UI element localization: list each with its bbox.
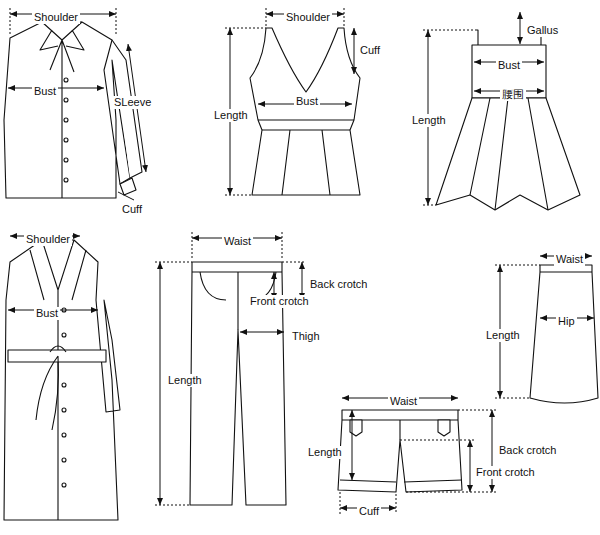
measure-label: Bust — [34, 307, 60, 320]
label-holder: Waist — [222, 231, 253, 249]
shirt-collar-bow — [40, 22, 84, 198]
coat-outline — [4, 240, 120, 520]
dress-folds — [470, 98, 548, 210]
measure-label: SLeeve — [112, 96, 153, 109]
coat-buttons — [62, 308, 66, 487]
label-holder: Cuff — [357, 501, 381, 519]
label-holder: Cuff — [358, 40, 382, 58]
label-holder: Length — [212, 105, 250, 123]
coat-lapels — [30, 240, 86, 520]
dress-skirt — [436, 98, 580, 210]
measure-label: 腰围 — [500, 88, 526, 101]
label-holder: Shoulder — [284, 7, 332, 25]
measure-label: Bust — [496, 59, 522, 72]
coat-belt — [8, 350, 106, 362]
shorts-pockets — [350, 420, 450, 436]
label-holder: Front crotch — [474, 462, 537, 480]
shirt-buttons — [64, 78, 68, 182]
measure-label: Back crotch — [497, 444, 558, 457]
measure-label: Bust — [32, 85, 58, 98]
label-holder: Waist — [554, 249, 585, 267]
label-holder: Waist — [388, 391, 419, 409]
label-holder: Length — [306, 442, 344, 460]
top-outline — [250, 28, 360, 195]
measure-label: Shoulder — [284, 11, 332, 24]
label-holder: Shoulder — [32, 7, 80, 25]
label-holder: Back crotch — [308, 274, 369, 292]
measure-label: Thigh — [290, 330, 322, 343]
shirt-cuff — [120, 178, 136, 195]
measure-label: Cuff — [120, 203, 144, 216]
skirt-outline — [530, 265, 598, 403]
measure-label: Shoulder — [32, 11, 80, 24]
measure-label: Shoulder — [24, 233, 72, 246]
dimension-lines — [8, 8, 594, 514]
measure-label: Length — [306, 446, 344, 459]
coat-belt-tie — [36, 346, 66, 430]
label-holder: Hip — [556, 311, 577, 329]
label-holder: 腰围 — [500, 84, 526, 102]
label-holder: Front crotch — [248, 291, 311, 309]
label-holder: Bust — [496, 55, 522, 73]
measure-label: Gallus — [525, 24, 560, 37]
measure-label: Length — [166, 374, 204, 387]
measure-label: Length — [484, 329, 522, 342]
measure-label: Cuff — [357, 505, 381, 518]
measure-label: Waist — [554, 253, 585, 266]
top-details — [258, 120, 354, 195]
label-holder: Thigh — [290, 326, 322, 344]
shirt-outline — [4, 22, 130, 198]
measure-label: Waist — [222, 235, 253, 248]
measure-label: Front crotch — [248, 295, 311, 308]
measure-label: Length — [212, 109, 250, 122]
label-holder: Bust — [294, 91, 320, 109]
label-holder: Back crotch — [497, 440, 558, 458]
measure-label: Waist — [388, 395, 419, 408]
measure-label: Hip — [556, 315, 577, 328]
label-holder: Length — [484, 325, 522, 343]
measure-label: Front crotch — [474, 466, 537, 479]
measure-label: Length — [410, 114, 448, 127]
label-holder: Bust — [32, 81, 58, 99]
shorts-details — [340, 420, 462, 482]
shorts-outline — [338, 410, 462, 492]
label-holder: Length — [410, 110, 448, 128]
label-holder: Length — [166, 370, 204, 388]
label-holder: Cuff — [120, 199, 144, 217]
measure-label: Back crotch — [308, 278, 369, 291]
label-holder: SLeeve — [112, 92, 153, 110]
measure-label: Cuff — [358, 44, 382, 57]
skirt-band — [540, 271, 592, 272]
label-holder: Bust — [34, 303, 60, 321]
label-holder: Shoulder — [24, 229, 72, 247]
measure-label: Bust — [294, 95, 320, 108]
label-holder: Gallus — [525, 20, 560, 38]
